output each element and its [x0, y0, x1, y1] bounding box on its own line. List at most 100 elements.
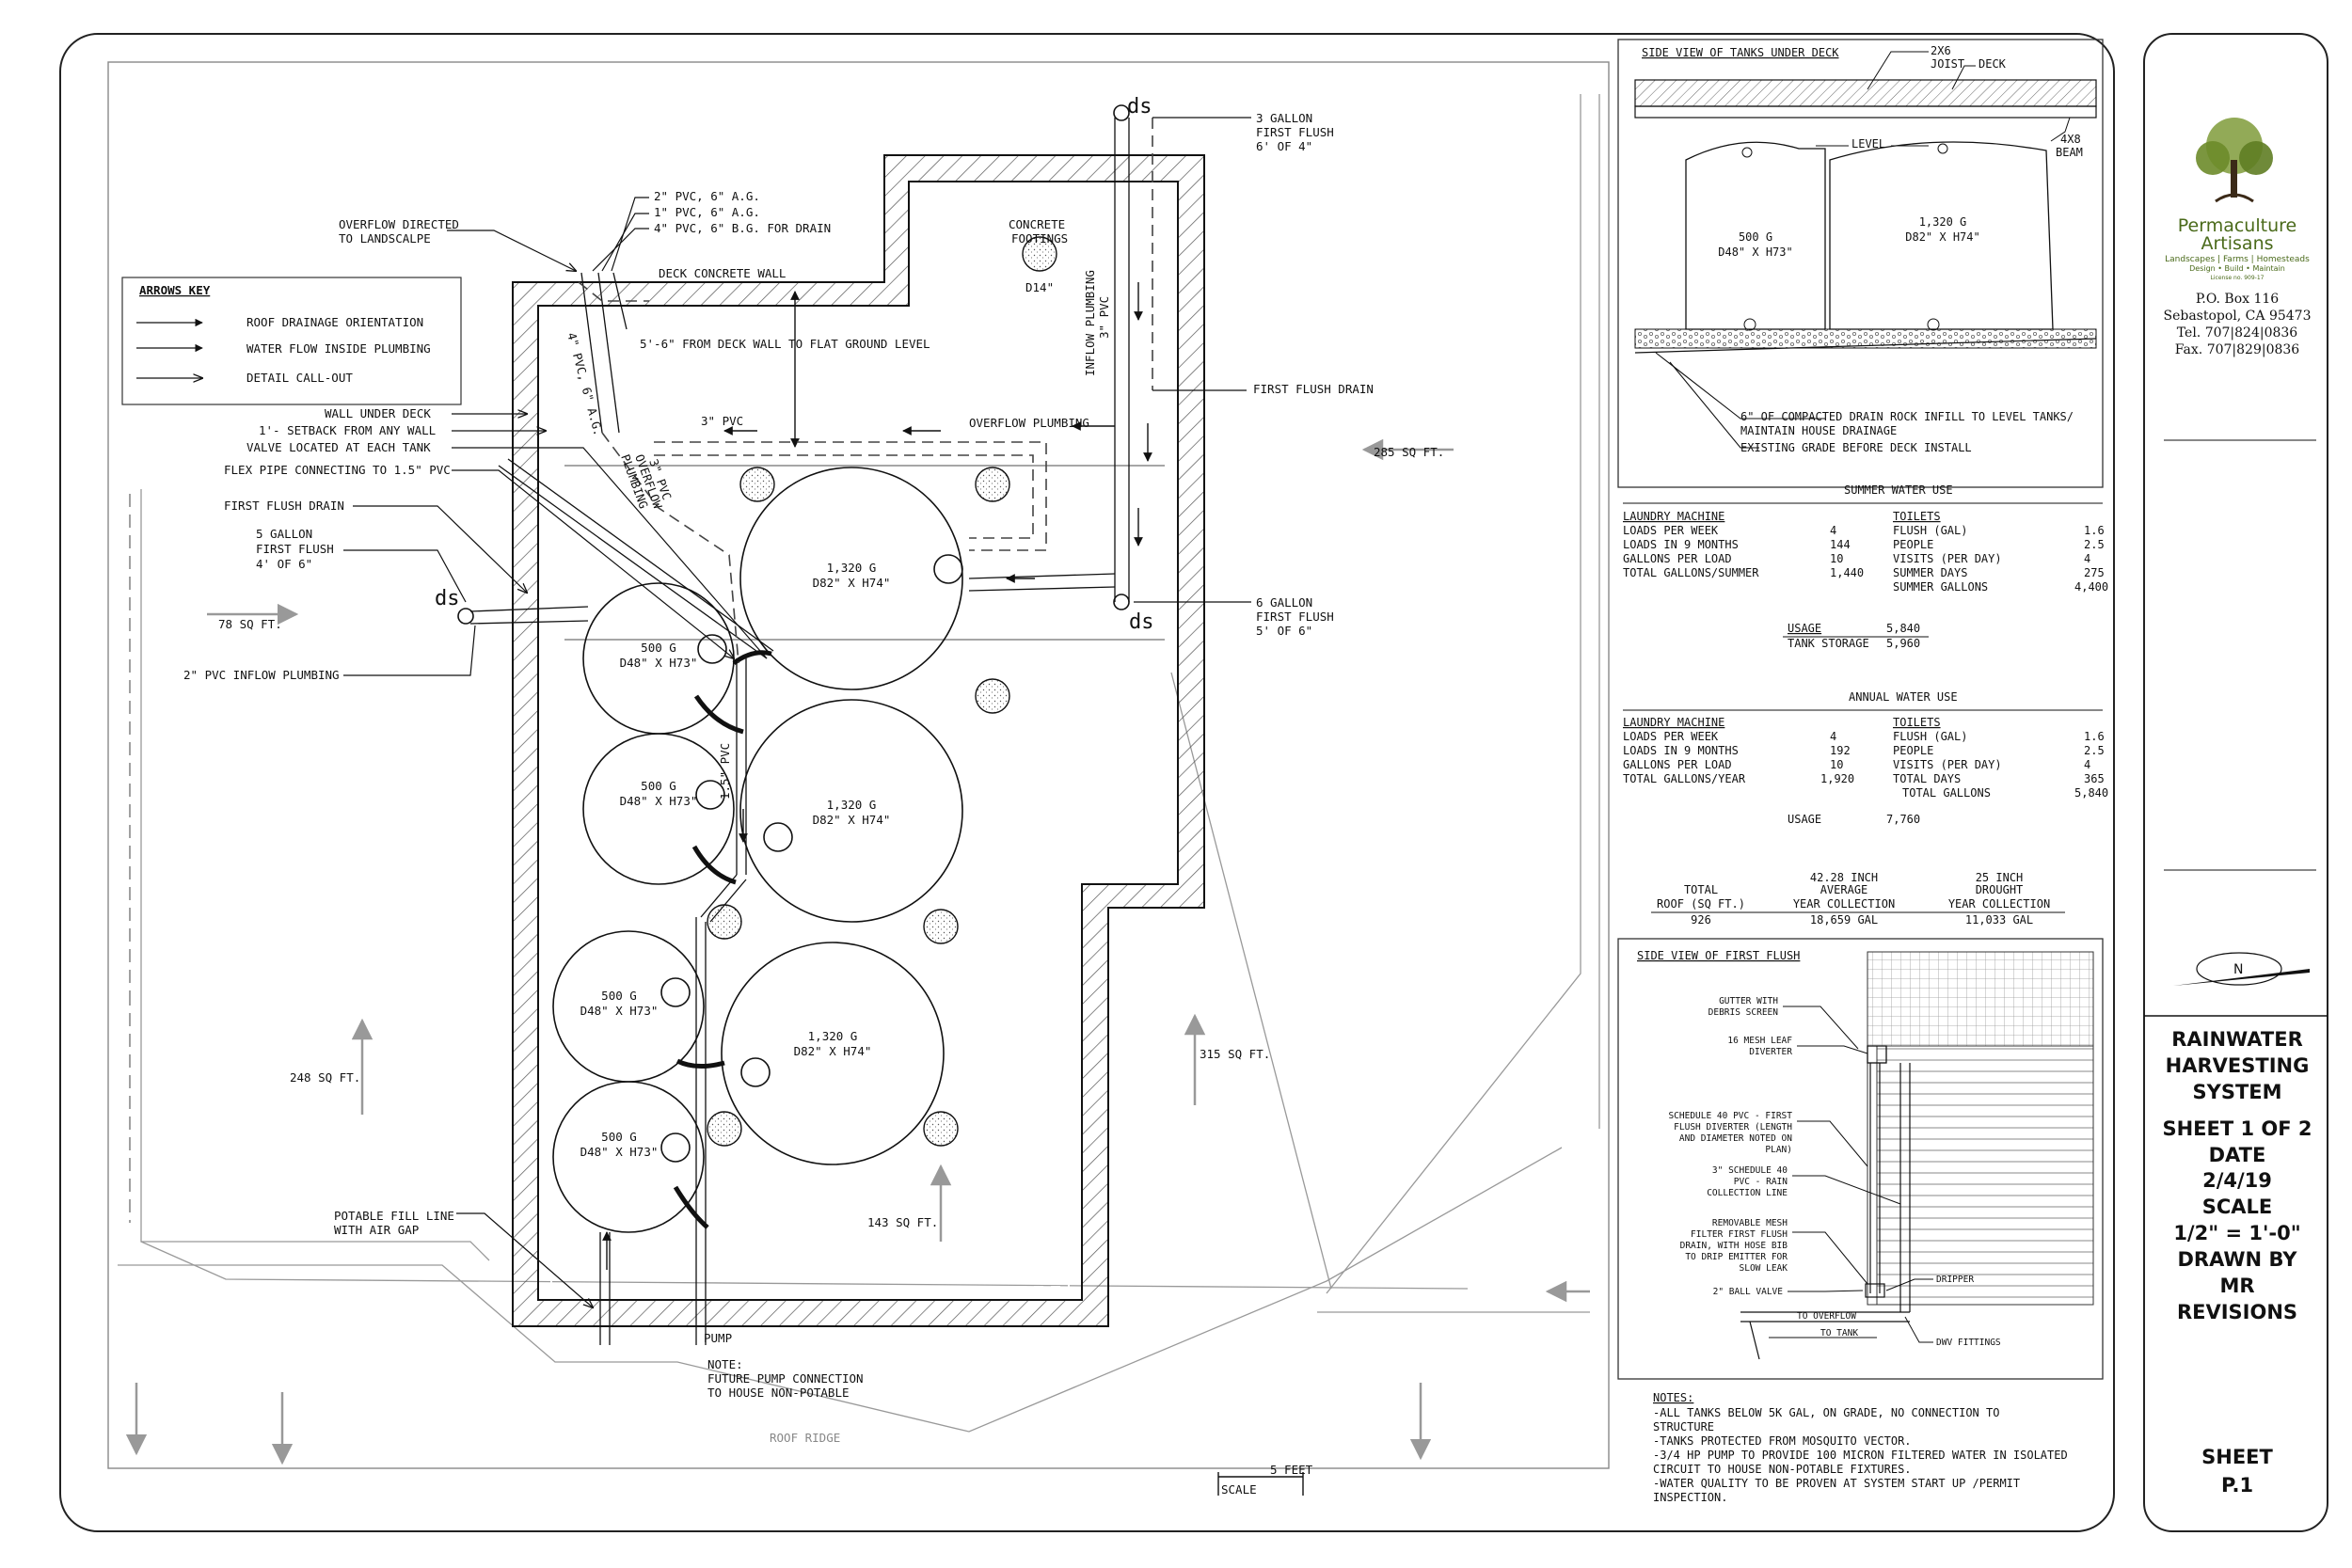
svg-text:DRAIN, WITH HOSE BIB: DRAIN, WITH HOSE BIB: [1680, 1241, 1788, 1251]
company-tagline-2: Design • Build • Maintain: [2189, 264, 2285, 273]
svg-text:INSPECTION.: INSPECTION.: [1653, 1491, 1727, 1504]
label-6-gallon-2: FIRST FLUSH: [1256, 610, 1334, 624]
svg-text:TOTAL GALLONS: TOTAL GALLONS: [1902, 786, 1991, 800]
svg-text:926: 926: [1691, 913, 1711, 927]
svg-text:42.28 INCH: 42.28 INCH: [1810, 871, 1878, 884]
label-drain-rock-2: MAINTAIN HOUSE DRAINAGE: [1740, 424, 1897, 437]
label-concrete-footings-2: FOOTINGS: [1011, 231, 1068, 245]
svg-text:144: 144: [1830, 538, 1851, 551]
svg-text:D82" X H74": D82" X H74": [813, 576, 891, 590]
label-248-sqft: 248 SQ FT.: [290, 1070, 360, 1085]
tanks: [552, 467, 963, 1233]
label-5-gallon-3: 4' OF 6": [256, 557, 312, 571]
svg-text:PLAN): PLAN): [1765, 1145, 1792, 1155]
svg-text:4: 4: [2084, 552, 2090, 565]
svg-text:TOTAL: TOTAL: [1684, 883, 1718, 896]
company-address: P.O. Box 116: [2196, 292, 2279, 307]
svg-text:DROUGHT: DROUGHT: [1976, 883, 2024, 896]
label-315-sqft: 315 SQ FT.: [1200, 1047, 1270, 1061]
label-pvc4-vertical: 4" PVC, 6" A.G.: [564, 331, 606, 437]
flow-arrows: [602, 282, 1152, 1270]
svg-text:2.5: 2.5: [2084, 538, 2105, 551]
svg-text:500 G: 500 G: [601, 1130, 637, 1144]
arrows-key-title: ARROWS KEY: [139, 283, 211, 297]
svg-text:PVC - RAIN: PVC - RAIN: [1734, 1177, 1788, 1187]
label-concrete-footings: CONCRETE: [1009, 217, 1065, 231]
svg-text:LOADS IN 9 MONTHS: LOADS IN 9 MONTHS: [1623, 744, 1739, 757]
north-arrow: [2173, 952, 2310, 986]
label-note-3: TO HOUSE NON-POTABLE: [707, 1386, 850, 1400]
svg-text:5,840: 5,840: [1886, 622, 1920, 635]
tree-logo: [2196, 118, 2273, 203]
svg-text:AND DIAMETER NOTED ON: AND DIAMETER NOTED ON: [1679, 1133, 1792, 1144]
label-3-gallon-2: FIRST FLUSH: [1256, 125, 1334, 139]
svg-text:P.1: P.1: [2221, 1474, 2253, 1497]
svg-text:D48" X H73": D48" X H73": [580, 1004, 659, 1018]
first-flush-title: SIDE VIEW OF FIRST FLUSH: [1637, 949, 1800, 962]
svg-text:4,400: 4,400: [2074, 580, 2108, 594]
label-to-tank: TO TANK: [1820, 1328, 1858, 1338]
label-5-gallon-2: FIRST FLUSH: [256, 542, 334, 556]
svg-text:CIRCUIT TO HOUSE NON-POTABLE F: CIRCUIT TO HOUSE NON-POTABLE FIXTURES.: [1653, 1463, 1912, 1476]
label-pvc4: 4" PVC, 6" B.G. FOR DRAIN: [654, 221, 831, 235]
svg-text:25 INCH: 25 INCH: [1976, 871, 2024, 884]
company-license: License no. 909-17: [2211, 275, 2265, 281]
company-name: Permaculture: [2178, 215, 2296, 236]
svg-text:TO DRIP EMITTER FOR: TO DRIP EMITTER FOR: [1685, 1252, 1788, 1262]
label-285-sqft: 285 SQ FT.: [1374, 445, 1444, 459]
side-tank-large-cap: 1,320 G: [1919, 215, 1967, 229]
svg-text:SYSTEM: SYSTEM: [2192, 1081, 2281, 1103]
svg-text:NOTES:: NOTES:: [1653, 1391, 1693, 1404]
tank-large-3: [721, 942, 945, 1165]
label-dwv: DWV FITTINGS: [1936, 1338, 2001, 1348]
svg-text:VISITS (PER DAY): VISITS (PER DAY): [1893, 552, 2002, 565]
svg-text:D82" X H74": D82" X H74": [813, 813, 891, 827]
svg-text:D48" X H73": D48" X H73": [620, 794, 698, 808]
label-potable-fill-2: WITH AIR GAP: [334, 1223, 419, 1237]
svg-text:D48" X H73": D48" X H73": [580, 1145, 659, 1159]
svg-text:DEBRIS SCREEN: DEBRIS SCREEN: [1708, 1007, 1779, 1018]
svg-text:FLUSH (GAL): FLUSH (GAL): [1893, 524, 1967, 537]
tank-small-2: [582, 733, 735, 885]
svg-text:MR: MR: [2219, 1275, 2254, 1297]
plumbing: [469, 118, 1130, 1345]
roof-outline: [118, 94, 1600, 1433]
scale-bar: [1217, 1472, 1304, 1496]
svg-text:16 MESH LEAF: 16 MESH LEAF: [1727, 1036, 1792, 1046]
label-overflow-plumbing: OVERFLOW PLUMBING: [969, 416, 1089, 430]
collection-table: TOTAL ROOF (SQ FT.) 926 42.28 INCH AVERA…: [1651, 871, 2065, 927]
label-78-sqft: 78 SQ FT.: [218, 617, 282, 631]
notes: NOTES: -ALL TANKS BELOW 5K GAL, ON GRADE…: [1653, 1391, 2068, 1504]
svg-text:USAGE: USAGE: [1788, 622, 1821, 635]
svg-text:1,320 G: 1,320 G: [827, 798, 877, 812]
svg-text:PEOPLE: PEOPLE: [1893, 744, 1933, 757]
company-name-2: Artisans: [2201, 233, 2273, 254]
label-deck: DECK: [1979, 57, 2007, 71]
label-first-flush-drain-left: FIRST FLUSH DRAIN: [224, 499, 344, 513]
label-note-2: FUTURE PUMP CONNECTION: [707, 1371, 864, 1386]
company-fax: Fax. 707|829|0836: [2175, 342, 2300, 357]
label-scale-word: SCALE: [1221, 1482, 1257, 1497]
svg-text:LAUNDRY MACHINE: LAUNDRY MACHINE: [1623, 510, 1724, 523]
side-tank-small-dim: D48" X H73": [1718, 245, 1792, 259]
svg-text:YEAR COLLECTION: YEAR COLLECTION: [1948, 897, 2050, 911]
svg-text:USAGE: USAGE: [1788, 813, 1821, 826]
label-5-gallon: 5 GALLON: [256, 527, 312, 541]
svg-text:SUMMER DAYS: SUMMER DAYS: [1893, 566, 1967, 579]
svg-text:COLLECTION LINE: COLLECTION LINE: [1707, 1188, 1788, 1198]
svg-text:5,840: 5,840: [2074, 786, 2108, 800]
svg-text:1/2" = 1'-0": 1/2" = 1'-0": [2173, 1222, 2300, 1244]
tank-small-4: [552, 1081, 705, 1233]
svg-text:DATE: DATE: [2209, 1144, 2266, 1166]
company-city: Sebastopol, CA 95473: [2163, 309, 2311, 324]
deck-wall-inner-dashed: [550, 194, 1166, 1288]
svg-text:PEOPLE: PEOPLE: [1893, 538, 1933, 551]
svg-text:1,920: 1,920: [1820, 772, 1854, 785]
label-3-gallon-3: 6' OF 4": [1256, 139, 1312, 153]
svg-text:D48" X H73": D48" X H73": [620, 656, 698, 670]
label-deck-to-ground: 5'-6" FROM DECK WALL TO FLAT GROUND LEVE…: [640, 337, 930, 351]
svg-text:LOADS IN 9 MONTHS: LOADS IN 9 MONTHS: [1623, 538, 1739, 551]
svg-text:DIVERTER: DIVERTER: [1749, 1047, 1792, 1057]
ds-label-top: ds: [1127, 95, 1152, 119]
arrows-key-item: DETAIL CALL-OUT: [246, 371, 353, 385]
